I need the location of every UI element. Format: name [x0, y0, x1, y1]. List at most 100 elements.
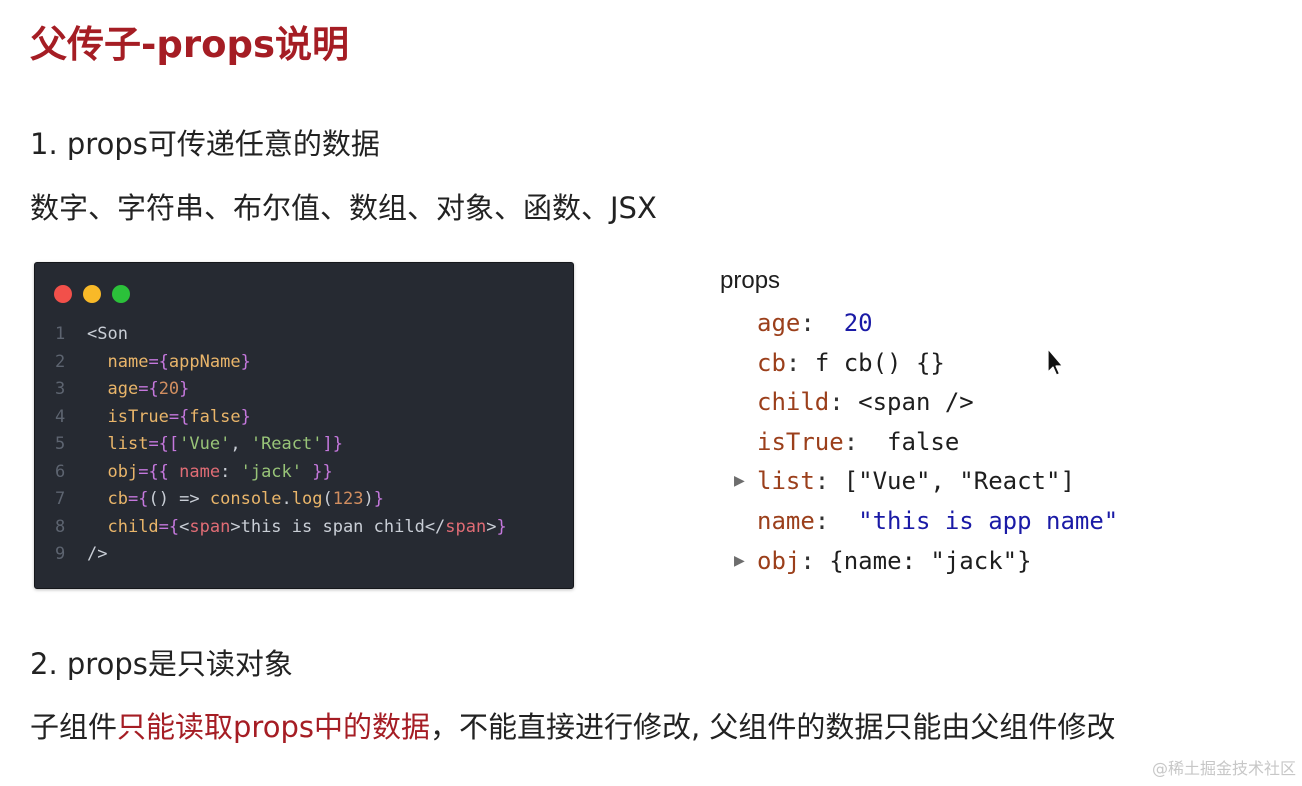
- prop-value: ["Vue", "React"]: [843, 467, 1075, 496]
- code-token: }}: [302, 461, 333, 482]
- code-token: [87, 379, 107, 399]
- code-token: ={: [138, 379, 159, 399]
- code-token: .: [281, 489, 292, 509]
- code-token: <: [179, 516, 190, 537]
- code-token: >: [486, 516, 497, 537]
- expand-caret-icon[interactable]: ▶: [734, 552, 745, 569]
- code-token: }: [179, 379, 190, 399]
- line-number: 8: [55, 516, 66, 537]
- close-dot-icon: [54, 285, 72, 303]
- code-token: <Son: [87, 324, 128, 344]
- watermark: @稀土掘金技术社区: [1151, 759, 1296, 778]
- code-token: ={: [127, 489, 149, 509]
- prop-key: isTrue: [757, 427, 844, 456]
- readonly-text: 子组件只能读取props中的数据，不能直接进行修改, 父组件的数据只能由父组件修…: [30, 707, 1115, 747]
- readonly-highlight: 只能读取props中的数据: [117, 710, 430, 744]
- code-token: ): [363, 489, 374, 509]
- line-number: 7: [55, 489, 66, 509]
- code-token: false: [189, 406, 241, 427]
- code-token: log: [291, 489, 323, 509]
- code-token: list: [107, 434, 149, 454]
- prop-key: cb: [757, 348, 786, 377]
- page-title: 父传子-props说明: [30, 23, 350, 66]
- code-line: 3 age={20}: [55, 376, 507, 404]
- code-token: [87, 517, 107, 537]
- props-title: props: [720, 267, 781, 294]
- prop-row-obj[interactable]: ▶obj: {name: "jack"}: [734, 544, 1032, 578]
- prop-colon: :: [800, 309, 830, 337]
- code-token: ={: [148, 351, 169, 372]
- code-token: name: [179, 461, 221, 482]
- code-token: obj: [107, 461, 139, 482]
- code-token: span: [189, 516, 231, 537]
- line-number: 6: [55, 461, 66, 482]
- prop-colon: :: [843, 427, 873, 456]
- section-1-heading: 1. props可传递任意的数据: [30, 127, 380, 161]
- code-token: 123: [332, 489, 364, 509]
- code-line: 5 list={['Vue', 'React']}: [55, 431, 507, 459]
- maximize-dot-icon: [112, 285, 130, 303]
- code-line: 4 isTrue={false}: [55, 404, 507, 432]
- section-2-heading: 2. props是只读对象: [30, 647, 293, 681]
- prop-key: age: [757, 309, 801, 337]
- code-token: >this is span child</: [230, 516, 446, 537]
- code-token: age: [107, 379, 139, 399]
- code-token: ={: [158, 516, 180, 537]
- readonly-text-start: 子组件: [30, 710, 118, 744]
- code-token: isTrue: [107, 406, 169, 427]
- prop-value: f cb() {}: [814, 348, 945, 377]
- data-types-text: 数字、字符串、布尔值、数组、对象、函数、JSX: [30, 191, 657, 225]
- prop-key: list: [757, 467, 815, 496]
- prop-row-isTrue: isTrue: false: [757, 425, 959, 459]
- expand-caret-icon[interactable]: ▶: [734, 473, 745, 490]
- code-token: }: [240, 351, 251, 372]
- mouse-cursor-icon: [1047, 348, 1064, 376]
- prop-row-list[interactable]: ▶ list: ["Vue", "React"]: [734, 464, 1075, 498]
- code-token: [87, 352, 107, 372]
- prop-colon: :: [829, 388, 859, 417]
- code-token: }: [373, 489, 384, 509]
- code-token: span: [445, 516, 487, 537]
- code-token: ={{: [138, 461, 180, 482]
- code-token: ={: [168, 406, 190, 427]
- prop-value: "this is app name": [843, 507, 1119, 535]
- readonly-text-end: ，不能直接进行修改, 父组件的数据只能由父组件修改: [429, 710, 1116, 744]
- line-number: 2: [55, 351, 66, 372]
- prop-value: <span />: [858, 388, 974, 417]
- code-line: 2 name={appName}: [55, 349, 507, 377]
- code-token: [87, 407, 107, 427]
- prop-value: 20: [829, 309, 873, 337]
- code-token: }: [496, 516, 507, 537]
- code-line: 6 obj={{ name: 'jack' }}: [55, 459, 507, 487]
- code-token: appName: [168, 351, 241, 372]
- prop-colon: :: [785, 348, 815, 377]
- prop-row-cb: cb: f cb() {}: [757, 346, 945, 380]
- line-number: 4: [55, 406, 66, 427]
- prop-key: obj: [757, 546, 801, 575]
- prop-row-name: name: "this is app name": [757, 504, 1118, 538]
- code-token: name: [107, 351, 149, 372]
- prop-colon: :: [814, 507, 844, 535]
- code-token: () =>: [148, 489, 210, 509]
- code-token: ]}: [322, 434, 343, 454]
- code-token: ={[: [148, 434, 180, 454]
- code-token: [87, 434, 107, 454]
- code-token: child: [107, 516, 159, 537]
- code-token: />: [87, 544, 108, 564]
- code-line: 8 child={<span>this is span child</span>…: [55, 514, 507, 542]
- code-token: [87, 462, 107, 482]
- prop-key: name: [757, 507, 815, 535]
- code-line: 9 />: [55, 541, 507, 569]
- code-token: 20: [158, 379, 180, 399]
- prop-colon: :: [814, 467, 844, 496]
- code-token: 'Vue': [179, 434, 231, 454]
- line-number: 9: [55, 544, 66, 564]
- minimize-dot-icon: [83, 285, 101, 303]
- line-number: 5: [55, 434, 66, 454]
- prop-row-age: age: 20: [757, 306, 873, 340]
- prop-value: {name: "jack"}: [829, 546, 1032, 575]
- line-number: 1: [55, 324, 66, 344]
